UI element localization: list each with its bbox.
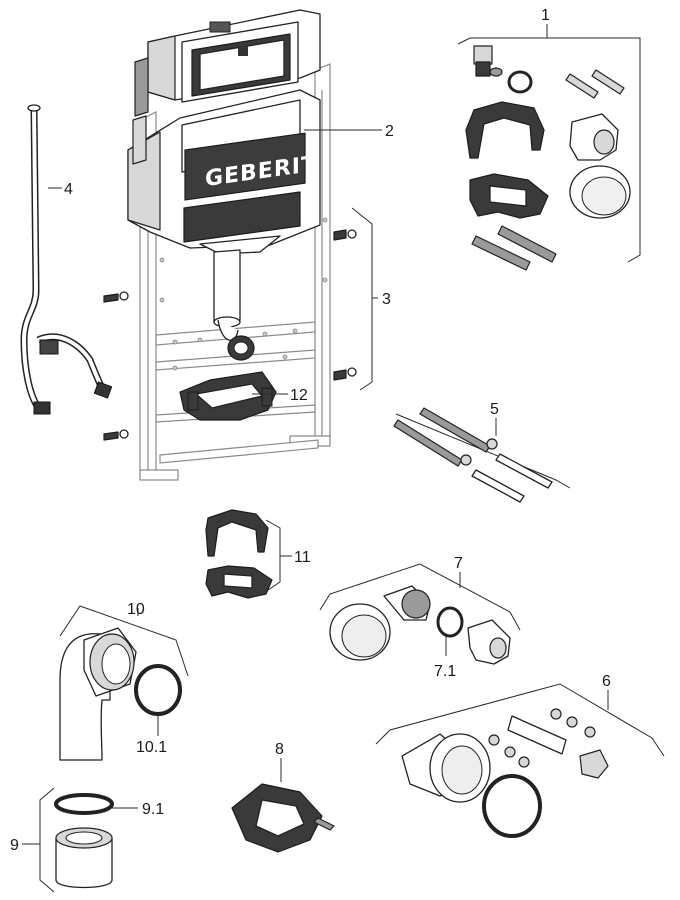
part-11-brackets bbox=[205, 509, 281, 599]
callout-1: 1 bbox=[541, 7, 550, 24]
callout-11: 11 bbox=[294, 549, 311, 566]
leader-lines bbox=[22, 24, 609, 845]
callout-2: 2 bbox=[385, 123, 394, 140]
part-9-sleeve bbox=[39, 787, 114, 893]
callout-9-1: 9.1 bbox=[142, 801, 164, 818]
callout-8: 8 bbox=[275, 741, 284, 758]
callout-7-1: 7.1 bbox=[434, 663, 456, 680]
callout-5: 5 bbox=[490, 401, 499, 418]
callout-labels: 1 2 3 4 5 6 7 7.1 8 9 9.1 10 10.1 11 12 bbox=[10, 7, 611, 854]
callout-6: 6 bbox=[602, 673, 611, 690]
drain-pipe bbox=[213, 249, 255, 361]
part-5-rods bbox=[393, 407, 571, 503]
part-10-bend bbox=[59, 605, 189, 761]
part-7-connector bbox=[319, 563, 521, 665]
part-12-bracket bbox=[179, 371, 277, 421]
cistern: GEBERIT bbox=[127, 9, 321, 255]
callout-9: 9 bbox=[10, 837, 19, 854]
part-3-fixings bbox=[103, 229, 357, 441]
callout-7: 7 bbox=[454, 555, 463, 572]
callout-10-1: 10.1 bbox=[136, 739, 167, 756]
part-8-mount bbox=[231, 758, 335, 853]
part-1-assembly bbox=[457, 37, 641, 271]
part-6-connector-set bbox=[375, 683, 665, 838]
callout-4: 4 bbox=[64, 181, 73, 198]
callout-10: 10 bbox=[127, 601, 145, 618]
part-4-hose bbox=[20, 104, 113, 415]
callout-3: 3 bbox=[382, 291, 391, 308]
callout-12: 12 bbox=[290, 387, 308, 404]
